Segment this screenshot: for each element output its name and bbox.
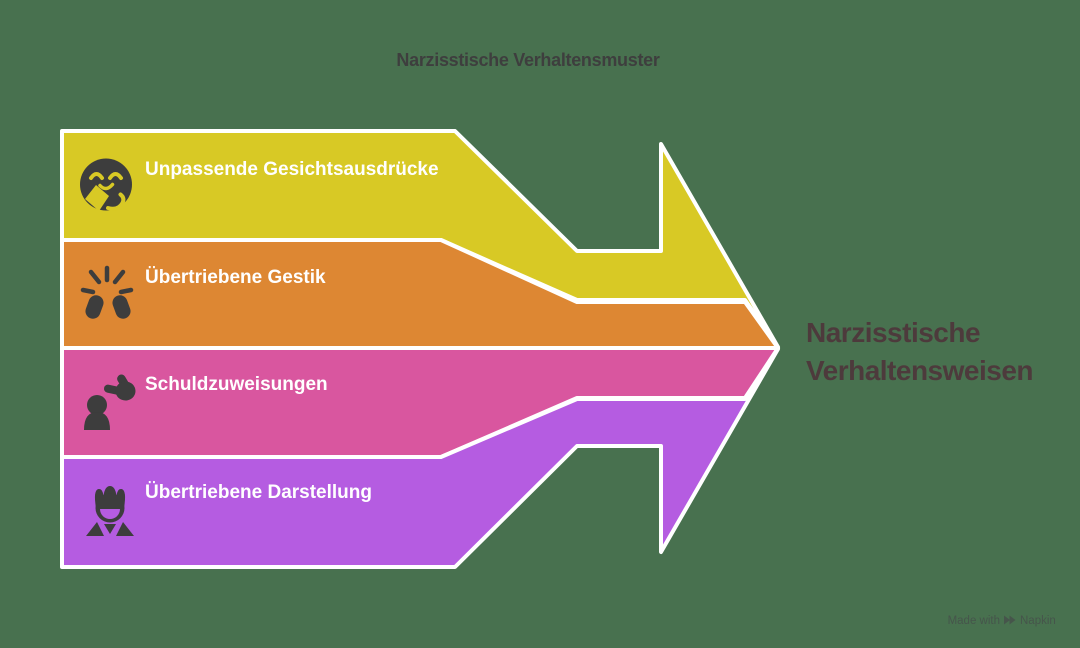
icon-left-shoulder [86,522,104,536]
result-title-line2: Verhaltensweisen [806,355,1033,386]
clapping-hands-icon [80,265,134,319]
icon-burst-line [88,269,102,285]
crowned-person-icon [86,486,134,536]
icon-burst-line [118,287,134,295]
icon-hand [106,192,126,211]
icon-smile [98,182,115,191]
watermark-prefix: Made with [948,615,1000,627]
page-title: Narzisstische Verhaltensmuster [396,50,659,70]
icon-burst-line [112,269,126,285]
icon-burst-line [80,287,96,295]
icon-left-hand [85,295,104,319]
watermark: Made with Napkin [948,615,1056,627]
blame-pointing-icon [84,374,136,430]
icon-fist [115,381,136,401]
napkin-logo-icon [1004,615,1016,625]
result-title-line1: Narzisstische [806,317,980,348]
icon-right-shoulder [116,522,134,536]
two-faced-smile-icon [80,158,132,211]
watermark-brand: Napkin [1020,615,1056,627]
band-label: Schuldzuweisungen [145,374,328,395]
result-title: Narzisstische Verhaltensweisen [806,317,1034,386]
icon-right-hand [112,295,131,319]
band-label: Übertriebene Gestik [145,267,326,288]
band-label: Unpassende Gesichtsausdrücke [145,159,439,180]
icon-right-eye [108,172,123,180]
band-row-4: Übertriebene Darstellung [60,347,780,569]
band-shape [60,347,780,569]
band-label: Übertriebene Darstellung [145,482,372,503]
icon-person-head [87,395,107,415]
icon-person-body [84,412,110,430]
icon-left-eye [89,172,104,180]
band-row-2: Übertriebene Gestik [60,238,780,350]
icon-mask-diamond [85,185,109,211]
icon-collar [104,524,116,534]
icon-king-smile [100,509,120,519]
